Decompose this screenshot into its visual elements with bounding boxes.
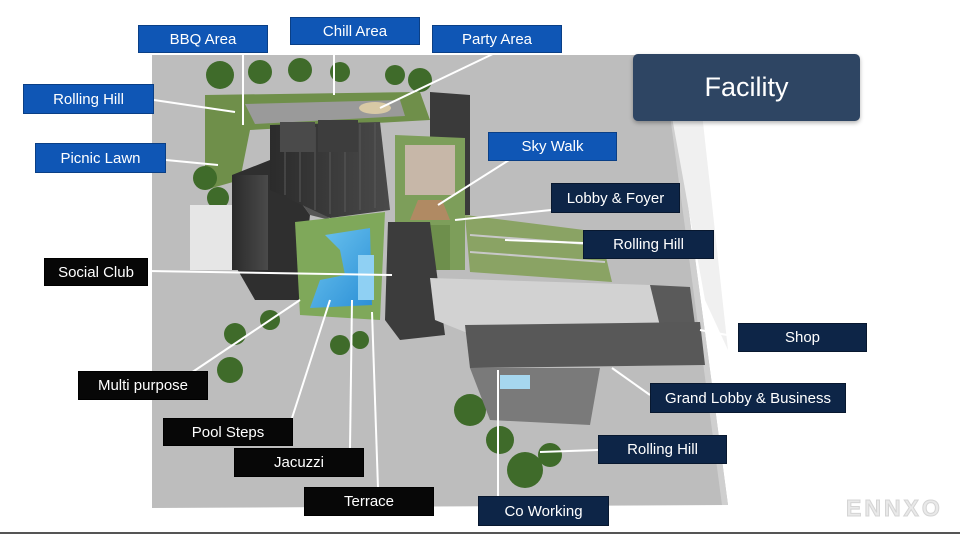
label-lobby-foyer: Lobby & Foyer [551, 183, 680, 213]
label-party-area: Party Area [432, 25, 562, 53]
label-sky-walk: Sky Walk [488, 132, 617, 161]
label-rolling-hill-top: Rolling Hill [23, 84, 154, 114]
rolling-hill-mid-area [465, 215, 612, 282]
label-co-working: Co Working [478, 496, 609, 526]
shop-building [465, 322, 705, 368]
label-pool-steps: Pool Steps [163, 418, 293, 446]
label-rolling-hill-bottom: Rolling Hill [598, 435, 727, 464]
label-social-club: Social Club [44, 258, 148, 286]
label-grand-lobby-business: Grand Lobby & Business [650, 383, 846, 413]
label-jacuzzi: Jacuzzi [234, 448, 364, 477]
pool [310, 228, 372, 308]
bottom-divider [0, 532, 960, 534]
label-terrace: Terrace [304, 487, 434, 516]
label-chill-area: Chill Area [290, 17, 420, 45]
label-shop: Shop [738, 323, 867, 352]
label-picnic-lawn: Picnic Lawn [35, 143, 166, 173]
label-rolling-hill-mid: Rolling Hill [583, 230, 714, 259]
ennxo-watermark-logo: ENNXO [846, 495, 943, 522]
podium-roof [430, 278, 695, 332]
lobby-building [385, 222, 445, 340]
label-multi-purpose: Multi purpose [78, 371, 208, 400]
facility-title: Facility [633, 54, 860, 121]
label-bbq-area: BBQ Area [138, 25, 268, 53]
